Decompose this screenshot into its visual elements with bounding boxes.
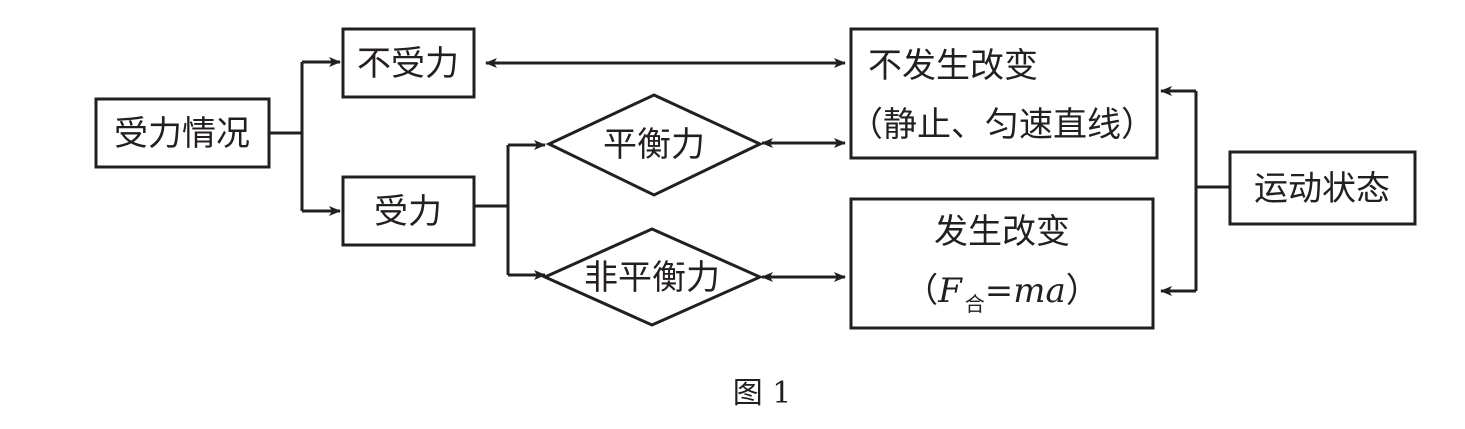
node-force-box [341,175,476,247]
node-force-situation: 受力情况 [94,97,271,169]
node-unchanged-box [849,27,1159,160]
node-unbalanced-force-diamond [541,227,764,327]
node-unchanged-line1: 不发生改变 [868,46,1038,86]
node-motion-state-label: 运动状态 [1254,169,1390,209]
formula-close-paren: ） [1066,271,1100,311]
node-force-situation-box [94,97,271,169]
node-motion-state-box [1228,150,1417,226]
node-unchanged: 不发生改变 （静止、匀速直线） [849,27,1159,160]
connectors [270,57,1230,296]
node-unbalanced-force: 非平衡力 [541,227,764,327]
node-changed-line1: 发生改变 [934,212,1070,252]
formula-subscript: 合 [965,292,985,316]
node-balanced-force-diamond [545,93,764,197]
node-unchanged-line2: （静止、匀速直线） [849,105,1155,145]
node-no-force-label: 不受力 [357,44,459,84]
node-motion-state: 运动状态 [1228,150,1417,226]
figure-caption: 图 1 [733,376,792,411]
node-balanced-force: 平衡力 [545,93,764,197]
formula-open-paren: （ [904,271,938,311]
node-no-force-box [341,27,476,99]
formula-ma: ma [1013,271,1066,311]
node-force-label: 受力 [374,192,442,232]
formula-f: F [937,271,963,311]
node-no-force: 不受力 [341,27,476,99]
node-balanced-force-label: 平衡力 [603,125,705,165]
node-force: 受力 [341,175,476,247]
node-force-situation-label: 受力情况 [114,114,250,154]
formula-equals: = [985,271,1014,311]
node-changed-box [849,197,1155,330]
node-unbalanced-force-label: 非平衡力 [584,258,720,298]
